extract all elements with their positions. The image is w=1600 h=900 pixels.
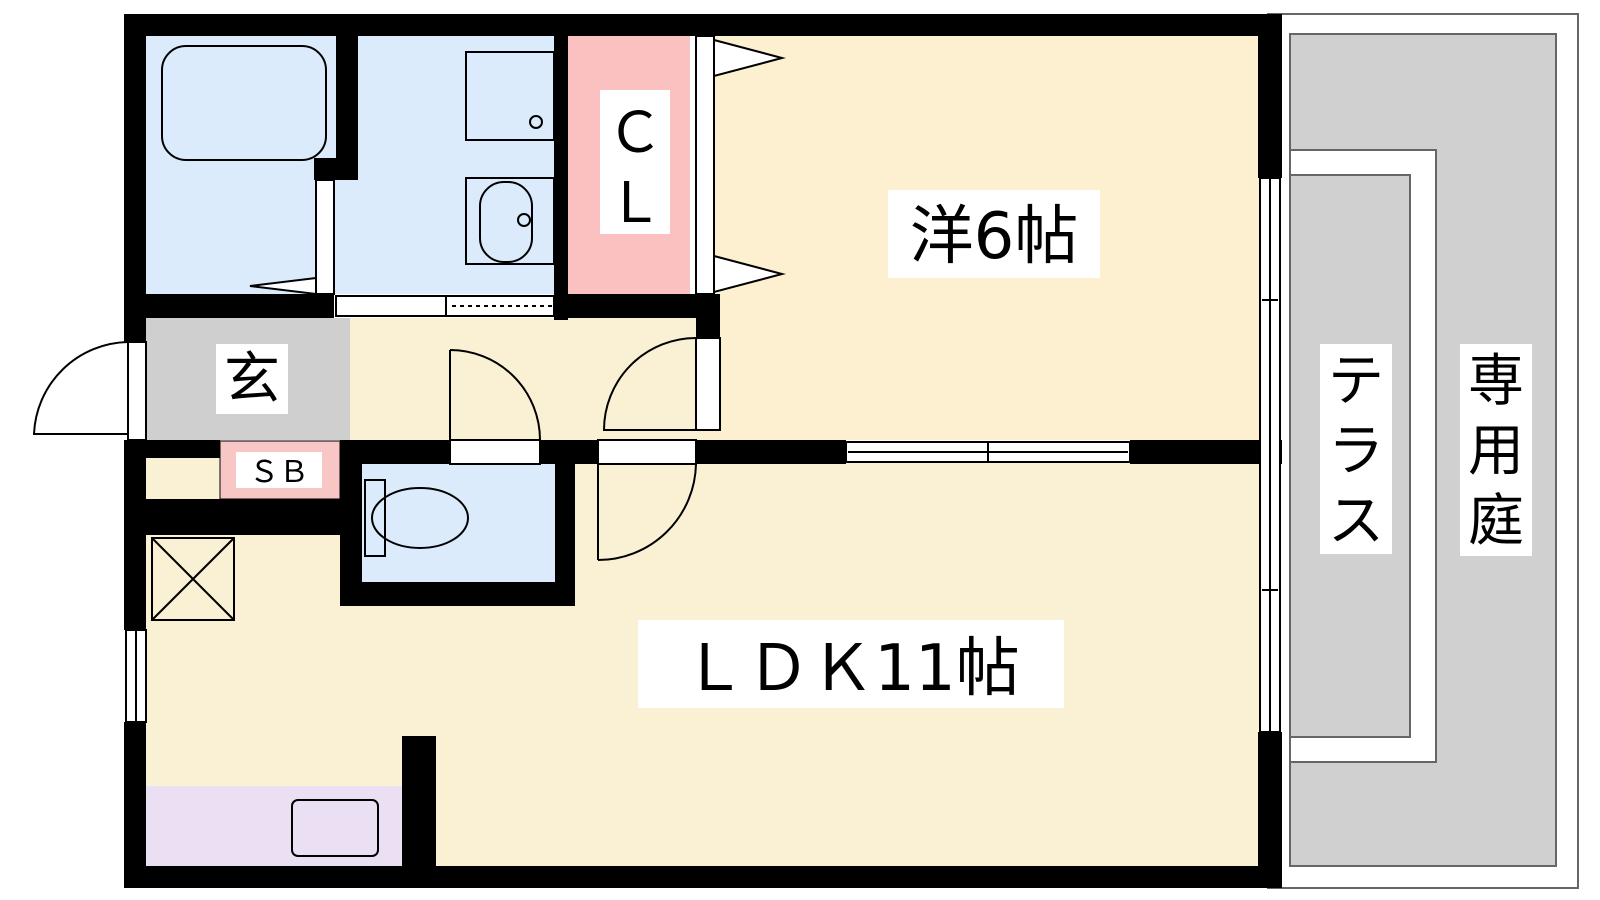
hall-floor [350,318,702,440]
kitchen-counter [146,786,402,866]
bathroom-floor [146,34,336,294]
private-garden-label-sen: 専 [1468,349,1524,414]
western-room-label: 洋6帖 [910,200,1079,274]
bathtub-icon [161,45,327,161]
western-room-label-group: 洋6帖 [888,190,1100,278]
shoe-box-label: ＳＢ [249,455,309,490]
terrace-label-te: テ [1328,349,1384,414]
private-garden-label-group: 専 用 庭 [1460,344,1532,556]
terrace-label-ra: ラ [1328,419,1384,484]
storage-box-icon [151,537,235,621]
faucet-icon [517,213,531,227]
entrance-label-group: 玄 [216,344,288,414]
closet-label-group: Ｃ Ｌ [600,90,670,236]
drain-icon [529,115,543,129]
toilet-floor [355,462,555,582]
private-garden-label-you: 用 [1468,419,1524,484]
private-garden-label-tei: 庭 [1468,489,1524,554]
toilet-icon [364,479,469,557]
sink-basin-icon [479,181,533,263]
ldk-label: ＬＤＫ11帖 [682,632,1019,706]
closet-label-l: Ｌ [607,171,663,236]
windows-and-doors [32,35,1281,733]
stove-icon [291,799,379,857]
shoe-box-label-group: ＳＢ [236,452,322,490]
ldk-label-group: ＬＤＫ11帖 [638,620,1064,708]
washroom-floor [336,34,554,294]
terrace-label-su: ス [1328,489,1384,554]
terrace-label-group: テ ラ ス [1320,344,1392,554]
walls [124,14,1282,888]
closet-label-c: Ｃ [607,101,663,166]
entrance-label: 玄 [224,347,280,412]
